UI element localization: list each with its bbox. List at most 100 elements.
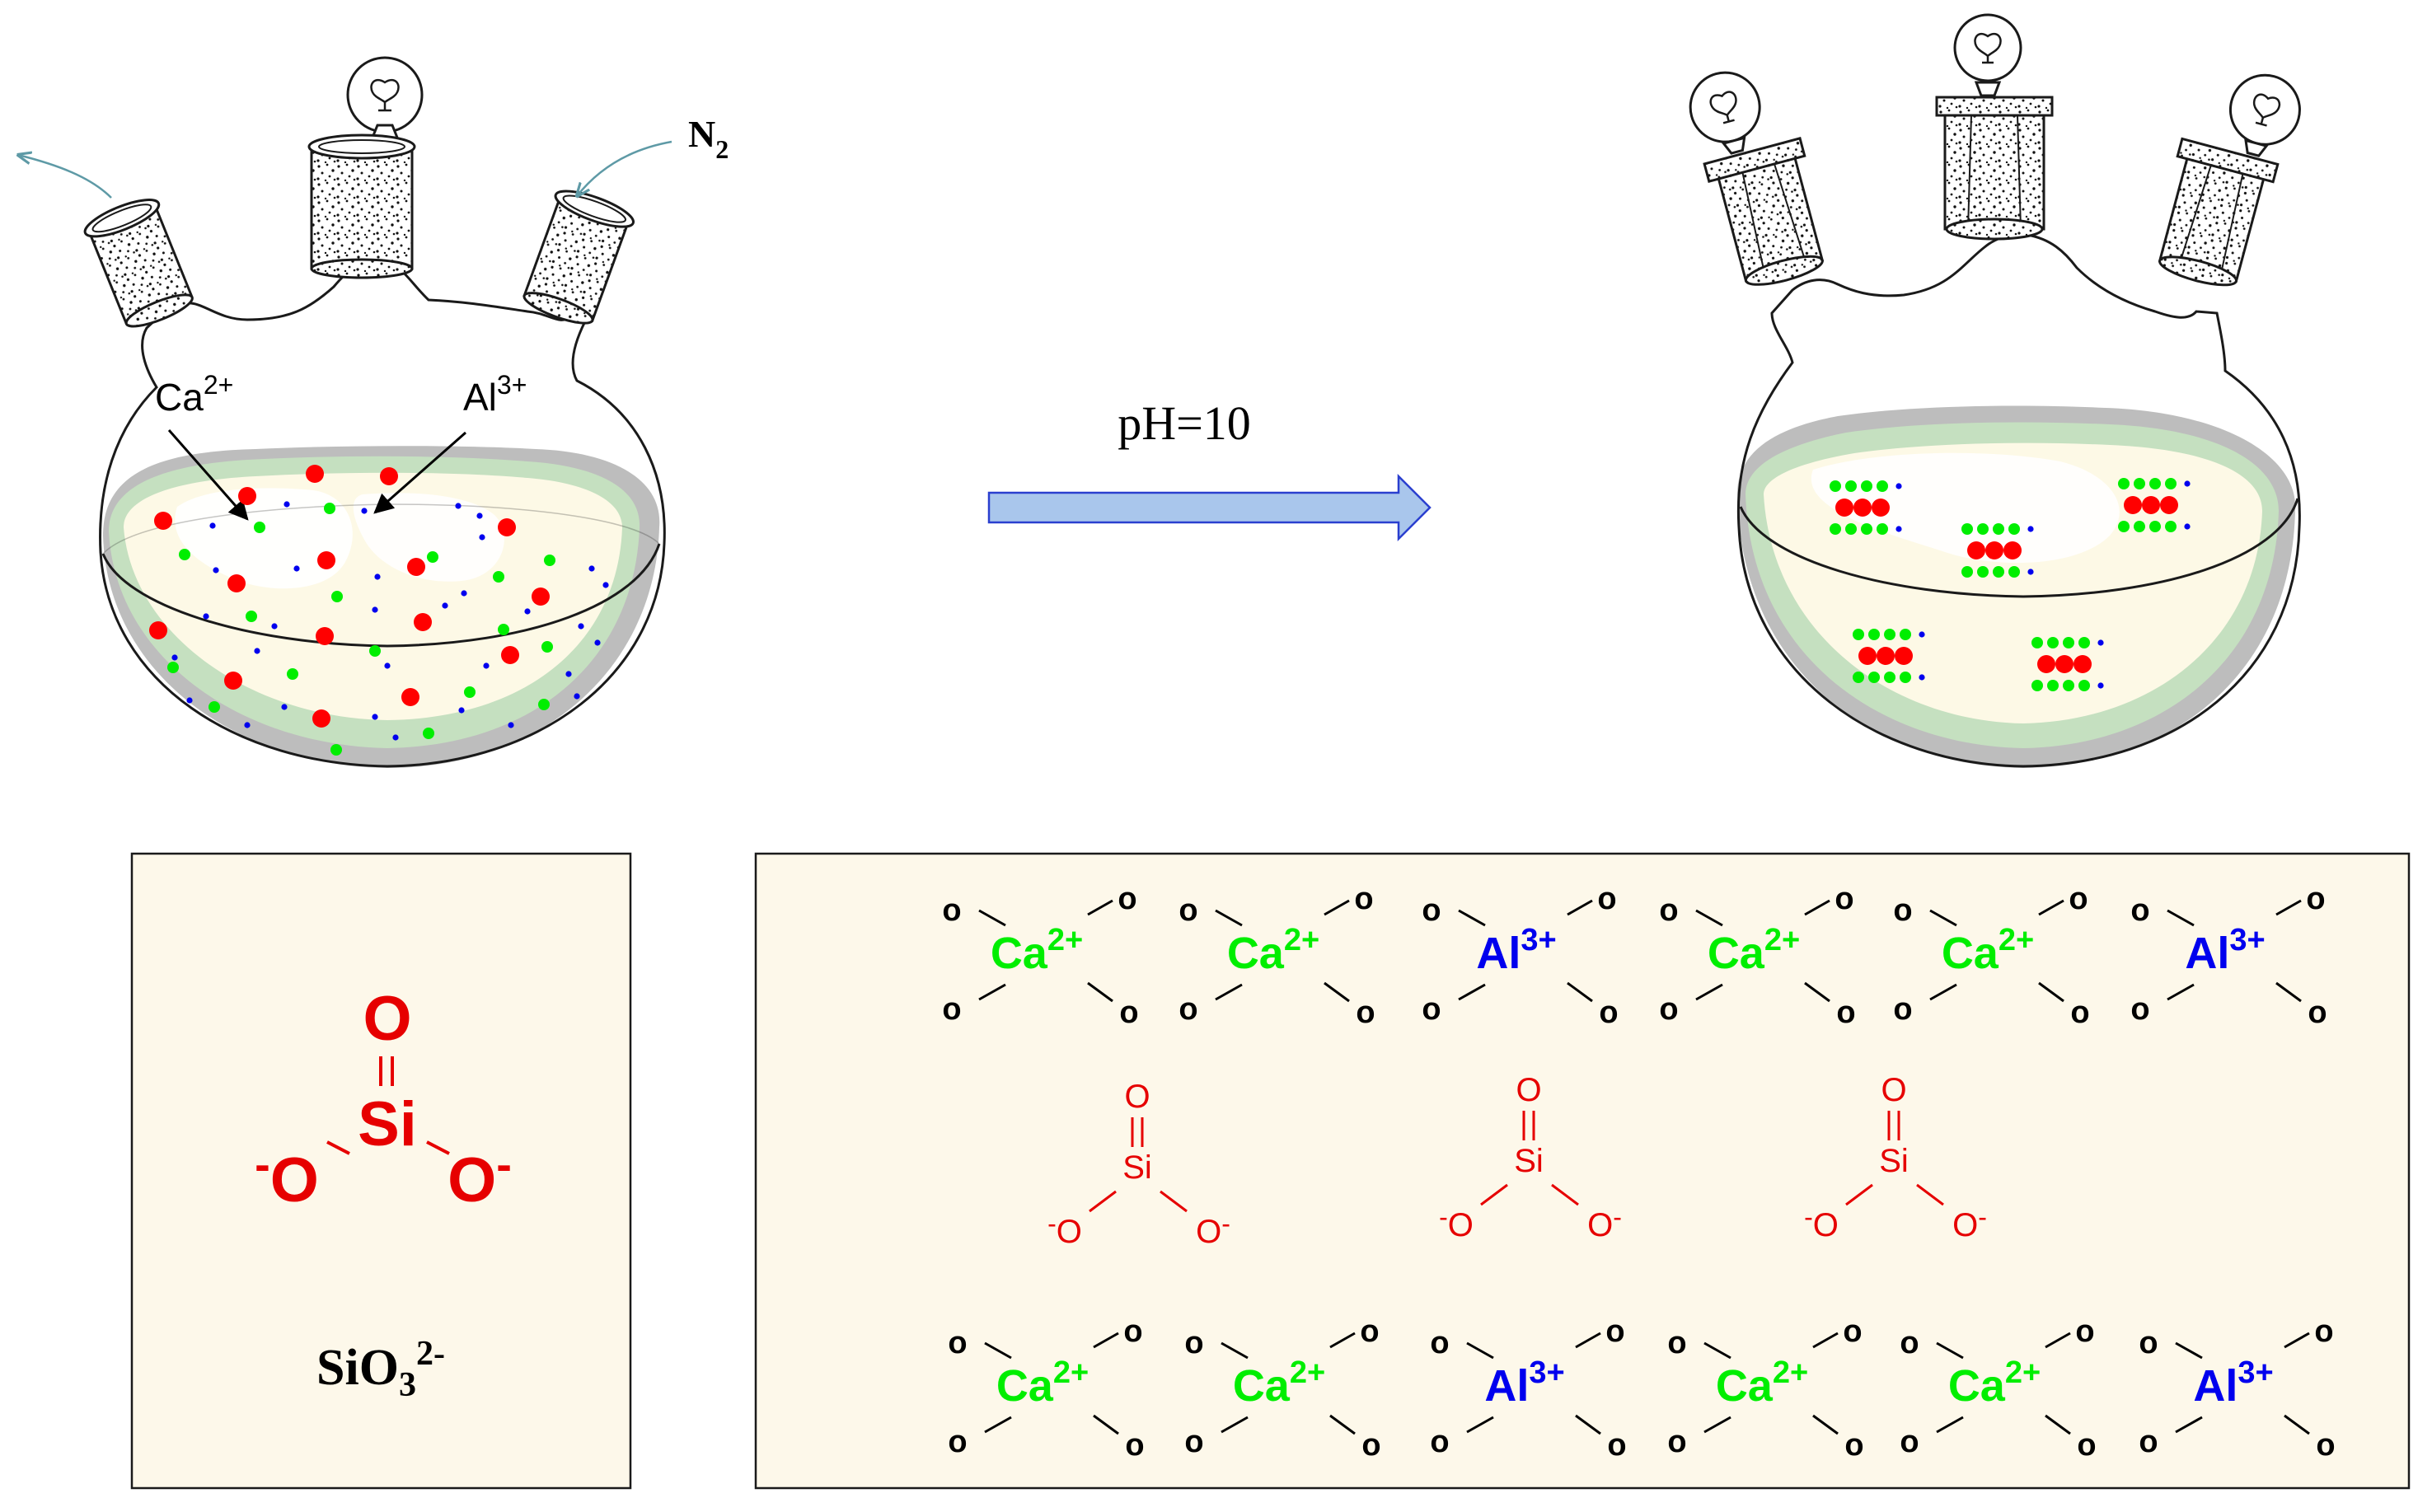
calcium-dot: [2165, 478, 2177, 489]
silicate-dot: [498, 518, 516, 536]
calcium-dot: [1830, 480, 1841, 492]
silicate-dot: [2003, 541, 2022, 559]
oxygen-label: o: [948, 1425, 967, 1459]
oxygen-label: o: [1599, 995, 1618, 1030]
flask-body-outline-final: [1736, 232, 2301, 768]
calcium-dot: [498, 624, 509, 635]
silicate-oxygen: O: [1124, 1079, 1150, 1115]
oxygen-label: o: [2314, 1314, 2333, 1349]
silicate-dot: [501, 646, 519, 664]
calcium-ion-label: Ca2+: [155, 370, 233, 419]
aluminium-dot: [283, 501, 290, 508]
calcium-label: Ca2+: [1716, 1355, 1808, 1411]
aluminium-dot: [361, 508, 368, 514]
calcium-dot: [2031, 637, 2043, 648]
calcium-dot: [179, 549, 190, 560]
calcium-dot: [2078, 637, 2090, 648]
precipitate-cluster: [2031, 637, 2104, 691]
oxygen-label: o: [2306, 882, 2325, 916]
calcium-dot: [427, 551, 438, 563]
calcium-dot: [209, 701, 220, 713]
precipitate-cluster: [1830, 480, 1902, 535]
oxygen-label: o: [1667, 1326, 1686, 1360]
calcium-dot: [331, 591, 343, 602]
aluminium-dot: [254, 648, 260, 654]
calcium-dot: [287, 668, 298, 680]
calcium-dot: [1853, 629, 1864, 640]
oxygen-label: o: [1430, 1326, 1449, 1360]
calcium-dot: [2118, 521, 2130, 532]
stopper-right: [522, 190, 635, 325]
silicate-dot: [1967, 541, 1985, 559]
silicate-dot: [149, 621, 167, 639]
silicate-dot: [2037, 655, 2055, 673]
oxygen-label: o: [942, 992, 961, 1027]
calcium-dot: [330, 744, 342, 756]
silicate-dot: [407, 558, 425, 576]
precipitate-cluster: [1853, 629, 1925, 683]
aluminium-label: Al3+: [2185, 923, 2265, 978]
aluminium-dot: [384, 662, 391, 669]
liquid-surface: [101, 543, 661, 648]
aluminium-dot: [1919, 631, 1925, 638]
aluminium-dot: [594, 639, 601, 646]
silicate-dot: [532, 587, 550, 606]
aluminium-dot: [1895, 483, 1902, 489]
silicate-dot: [312, 709, 330, 728]
calcium-dot: [2031, 680, 2043, 691]
calcium-dot: [1993, 566, 2004, 578]
oxygen-label: o: [1843, 1314, 1862, 1349]
aluminium-pointer-arrow: [373, 431, 466, 514]
calcium-dot: [2063, 637, 2074, 648]
silicate-dot: [238, 487, 256, 505]
oxygen-label: o: [1893, 893, 1912, 928]
calcium-dot: [423, 728, 434, 739]
calcium-dot: [1977, 523, 1989, 535]
stopper-center-final: [1935, 13, 2054, 241]
oxygen-label: o: [2316, 1428, 2335, 1463]
oxygen-label: o: [1356, 995, 1375, 1030]
calcium-label: Ca2+: [1227, 923, 1319, 978]
aluminium-ion-label: Al3+: [463, 370, 527, 419]
precipitate-clusters: [1830, 478, 2191, 691]
aluminium-dot: [578, 623, 584, 630]
oxygen-label: o: [1118, 882, 1136, 916]
aluminium-dot: [372, 714, 378, 720]
oxygen-label: o: [942, 893, 961, 928]
layered-structure-panel: ooooCa2+ooooCa2+ooooAl3+ooooCa2+ooooCa2+…: [754, 852, 2411, 1490]
calcium-dot: [2063, 680, 2074, 691]
aluminium-dot: [602, 582, 609, 588]
oxygen-label: o: [1123, 1314, 1142, 1349]
silicate-oxygen: -O: [1439, 1202, 1474, 1243]
silicate-formula: SiO32-: [316, 1335, 445, 1404]
silicate-dot: [401, 688, 419, 706]
precipitate-cluster: [2118, 478, 2191, 532]
silicate-dot: [1877, 647, 1895, 665]
silicate-dot: [1895, 647, 1913, 665]
oxygen-label: o: [1667, 1425, 1686, 1459]
oxygen-label: o: [1354, 882, 1373, 916]
oxygen-label: o: [1607, 1428, 1626, 1463]
oxygen-label: o: [1179, 992, 1197, 1027]
silicate-oxygen: -O: [1047, 1209, 1082, 1250]
oxygen-label: o: [1422, 992, 1441, 1027]
oxygen-label: o: [2069, 882, 2088, 916]
silicate-dot: [317, 551, 335, 569]
aluminium-label: Al3+: [2193, 1355, 2273, 1411]
calcium-dot: [1845, 523, 1857, 535]
calcium-dot: [1993, 523, 2004, 535]
final-solution: [1737, 405, 2296, 768]
oxygen-label: o: [2075, 1314, 2094, 1349]
nitrogen-label: N2: [688, 113, 729, 164]
oxygen-label: o: [2130, 992, 2149, 1027]
silicate-dot: [2074, 655, 2092, 673]
calcium-dot: [2047, 637, 2059, 648]
aluminium-dot: [213, 567, 219, 573]
